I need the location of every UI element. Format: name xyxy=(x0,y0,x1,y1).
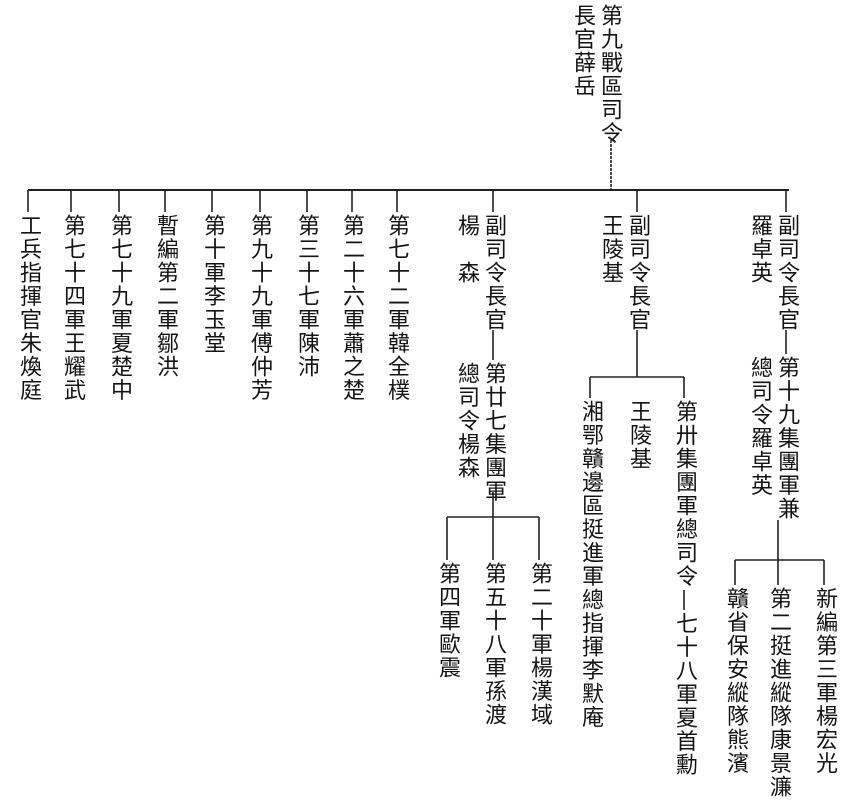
deputy-wang-name: 王陵基 xyxy=(598,214,623,285)
unit-20th-army: 第二十軍楊漢域 xyxy=(527,562,552,727)
unit-engineer-commander: 工兵指揮官朱煥庭 xyxy=(16,214,41,402)
unit-99th-army: 第九十九軍傅仲芳 xyxy=(247,214,272,402)
unit-2nd-advance-column: 第二挺進縱隊康景濂 xyxy=(766,587,791,799)
deputy-wang-title: 副司令長官 xyxy=(625,214,650,332)
unit-4th-army: 第四軍歐震 xyxy=(435,562,460,680)
unit-72nd-army: 第七十二軍韓全樸 xyxy=(384,214,409,402)
deputy-luo-name: 羅卓英 xyxy=(747,214,772,285)
unit-10th-army: 第十軍李玉堂 xyxy=(200,214,225,355)
group-army-27-commander: 總司令楊森 xyxy=(454,362,479,480)
unit-provisional-2nd-army: 暫編第二軍鄒洪 xyxy=(153,214,178,379)
unit-jiangxi-security-column: 贛省保安縱隊熊濱 xyxy=(723,587,748,775)
deputy-luo-title: 副司令長官 xyxy=(774,214,799,332)
unit-37th-army: 第三十七軍陳沛 xyxy=(294,214,319,379)
xiang-e-gan-border-force: 湘鄂贛邊區挺進軍總指揮李默庵 xyxy=(578,400,603,729)
group-army-30-commander: 王陵基 xyxy=(626,400,651,471)
unit-58th-army: 第五十八軍孫渡 xyxy=(481,562,506,727)
unit-79th-army: 第七十九軍夏楚中 xyxy=(107,214,132,402)
deputy-yang-name: 楊 森 xyxy=(454,214,479,285)
group-army-30: 第卅集團軍總司令 xyxy=(672,400,697,588)
unit-new-3rd-army: 新編第三軍楊宏光 xyxy=(812,587,837,775)
unit-78th-army: 七十八軍夏首勳 xyxy=(672,612,697,777)
group-army-19-commander: 總司令羅卓英 xyxy=(747,356,772,497)
unit-26th-army: 第二十六軍蕭之楚 xyxy=(339,214,364,402)
root-title: 第九戰區司令 xyxy=(597,4,622,145)
group-army-19: 第十九集團軍兼 xyxy=(774,356,799,521)
group-army-27: 第廿七集團軍 xyxy=(481,362,506,503)
root-commander: 長官薛岳 xyxy=(570,4,595,98)
deputy-yang-title: 副司令長官 xyxy=(481,214,506,332)
unit-74th-army: 第七十四軍王耀武 xyxy=(60,214,85,402)
